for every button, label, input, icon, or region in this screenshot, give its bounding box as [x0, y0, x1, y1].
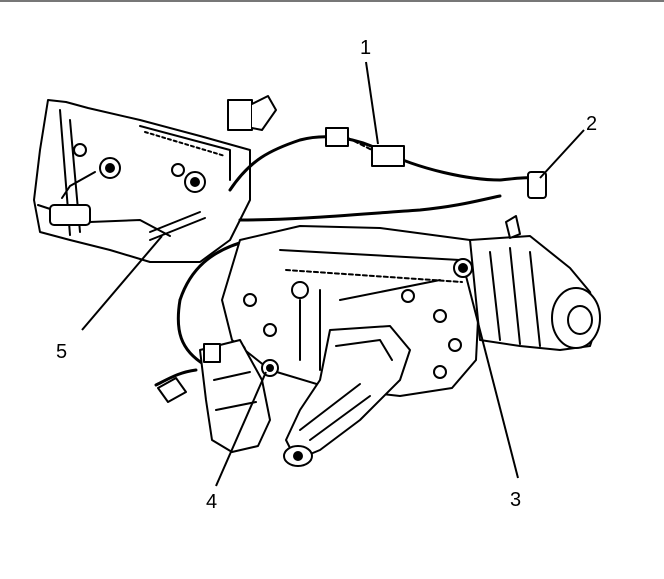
leader-line-2	[539, 129, 585, 179]
callout-2: 2	[586, 113, 597, 135]
encoder-motor	[283, 325, 411, 467]
leader-line-1	[365, 61, 379, 145]
lower-housing	[157, 339, 271, 453]
output-housing	[469, 215, 601, 351]
leader-lines	[81, 61, 585, 487]
top-rule	[0, 0, 664, 2]
callout-3: 3	[510, 489, 521, 511]
leader-line-3	[465, 275, 519, 479]
leader-line-5	[81, 235, 163, 331]
leader-line-4	[215, 371, 267, 487]
transmission-housing	[33, 95, 277, 263]
callout-1: 1	[360, 37, 371, 59]
callout-5: 5	[56, 341, 67, 363]
connector-group	[325, 127, 547, 199]
callout-4: 4	[206, 491, 217, 513]
callouts: 1 2 3 4 5	[56, 37, 597, 513]
